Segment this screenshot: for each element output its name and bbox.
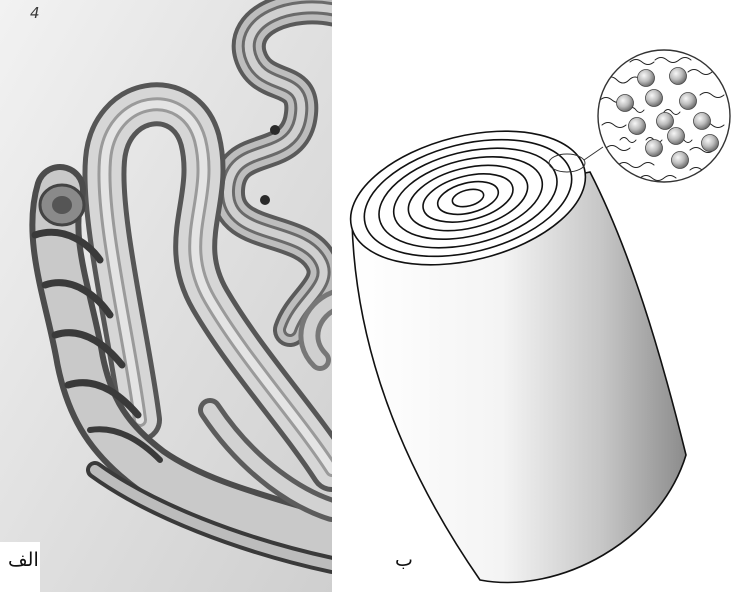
zoom-inset: [598, 50, 730, 182]
panel-a-micrograph: [0, 0, 336, 592]
photo-page-number: 4: [30, 4, 40, 22]
panel-a-label: الف: [8, 551, 39, 570]
panel-b-label: ب: [395, 551, 413, 570]
zoom-connector-line: [584, 147, 603, 160]
panel-b-cylinder-diagram: [337, 50, 730, 582]
